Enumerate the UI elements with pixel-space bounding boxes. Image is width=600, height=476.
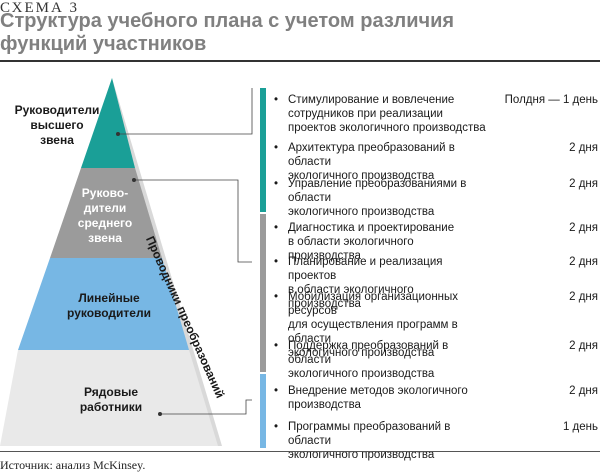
course-title-line: в области экологичного производства xyxy=(288,236,414,262)
top-rule xyxy=(0,60,600,62)
course-title-line: сотрудников при реализации xyxy=(288,108,443,120)
tier-4-face xyxy=(0,350,218,446)
course-duration: Полдня — 1 день xyxy=(504,94,598,106)
course-title: Стимулирование и вовлечение сотрудников … xyxy=(288,93,488,135)
bullet-icon: • xyxy=(274,421,279,433)
course-title: Мобилизация организационных ресурсов для… xyxy=(288,290,488,360)
course-title-line: Поддержка преобразований в области xyxy=(288,340,449,366)
tier-label-line: работники xyxy=(79,400,143,414)
tier-label-line: руководители xyxy=(67,306,151,320)
course-title-line: Диагностика и проектирование xyxy=(288,222,455,234)
course-title-line: производства xyxy=(288,399,361,411)
course-duration: 2 дня xyxy=(569,340,598,352)
tier-label-line: Рядовые xyxy=(83,385,139,399)
figure-label: СХЕМА 3 xyxy=(0,0,80,16)
course-title-line: Программы преобразований в области xyxy=(288,421,451,447)
bullet-icon: • xyxy=(274,94,279,106)
tier-label-line: Руководители xyxy=(14,103,100,117)
course-title-line: экологичного производства xyxy=(288,170,435,182)
connector-dot-2 xyxy=(132,178,136,182)
bullet-icon: • xyxy=(274,178,279,190)
tier-label-top-managers: Руководители высшего звена xyxy=(2,103,112,148)
course-title-line: для осуществления программ в области xyxy=(288,319,458,345)
course-duration: 2 дня xyxy=(569,256,598,268)
course-duration: 2 дня xyxy=(569,142,598,154)
course-duration: 2 дня xyxy=(569,385,598,397)
course-title-line: экологичного производства xyxy=(288,206,435,218)
course-title: Поддержка преобразований в области эколо… xyxy=(288,339,488,381)
group-bar-line-managers xyxy=(260,374,266,448)
connector-dot-3 xyxy=(158,412,162,416)
group-bar-middle-managers xyxy=(260,214,266,372)
course-title-line: проектов экологичного производства xyxy=(288,122,486,134)
course-title-line: в области экологичного производства xyxy=(288,284,414,310)
connector-line-2 xyxy=(134,179,252,263)
bullet-icon: • xyxy=(274,222,279,234)
course-title: Планирование и реализация проектов в обл… xyxy=(288,255,488,311)
course-duration: 2 дня xyxy=(569,291,598,303)
tier-label-line: Руково- xyxy=(81,186,129,200)
course-title-line: Внедрение методов экологичного xyxy=(288,385,468,397)
course-title: Архитектура преобразований в области эко… xyxy=(288,141,488,183)
course-title-line: экологичного производства xyxy=(288,347,435,359)
course-title: Внедрение методов экологичного производс… xyxy=(288,384,488,412)
course-title: Программы преобразований в области эколо… xyxy=(288,420,488,462)
tier-2-face xyxy=(50,168,162,258)
connector-dot-1 xyxy=(116,132,120,136)
course-title-line: Архитектура преобразований в области xyxy=(288,142,455,168)
course-duration: 2 дня xyxy=(569,178,598,190)
course-title: Диагностика и проектирование в области э… xyxy=(288,221,488,263)
connector-line-1 xyxy=(118,88,253,135)
course-title-line: Управление преобразованиями в области xyxy=(288,178,467,204)
bullet-icon: • xyxy=(274,385,279,397)
bullet-icon: • xyxy=(274,291,279,303)
title-line: Структура учебного плана с учетом различ… xyxy=(0,10,455,32)
bottom-rule xyxy=(0,451,600,452)
tier-label-rank-and-file: Рядовые работники xyxy=(36,385,186,415)
figure-title: Структура учебного плана с учетом различ… xyxy=(0,10,560,56)
tier-label-line: дители xyxy=(83,201,127,215)
tier-3-face xyxy=(18,258,189,350)
course-title: Управление преобразованиями в области эк… xyxy=(288,177,488,219)
course-title-line: экологичного производства xyxy=(288,449,435,461)
group-bar-top-managers xyxy=(260,88,266,212)
tier-label-middle-managers: Руково- дители среднего звена xyxy=(62,186,148,246)
tier-label-line: звена xyxy=(40,133,74,147)
tier-1-face xyxy=(81,78,135,168)
title-line: функций участников xyxy=(0,33,207,55)
bullet-icon: • xyxy=(274,340,279,352)
course-title-line: Мобилизация организационных ресурсов xyxy=(288,291,459,317)
source-note: Источник: анализ McKinsey. xyxy=(0,458,146,472)
connector-line-3 xyxy=(160,399,252,415)
tier-label-line: звена xyxy=(88,231,122,245)
course-duration: 1 день xyxy=(562,421,598,433)
course-title-line: Планирование и реализация проектов xyxy=(288,256,443,282)
tier-label-line: Линейные xyxy=(78,291,140,305)
course-title-line: Стимулирование и вовлечение xyxy=(288,94,455,106)
tier-label-line: среднего xyxy=(77,216,133,230)
bullet-icon: • xyxy=(274,256,279,268)
tier-label-line-managers: Линейные руководители xyxy=(42,291,176,321)
course-title-line: экологичного производства xyxy=(288,368,435,380)
bullet-icon: • xyxy=(274,142,279,154)
course-duration: 2 дня xyxy=(569,222,598,234)
tier-label-line: высшего xyxy=(30,118,84,132)
